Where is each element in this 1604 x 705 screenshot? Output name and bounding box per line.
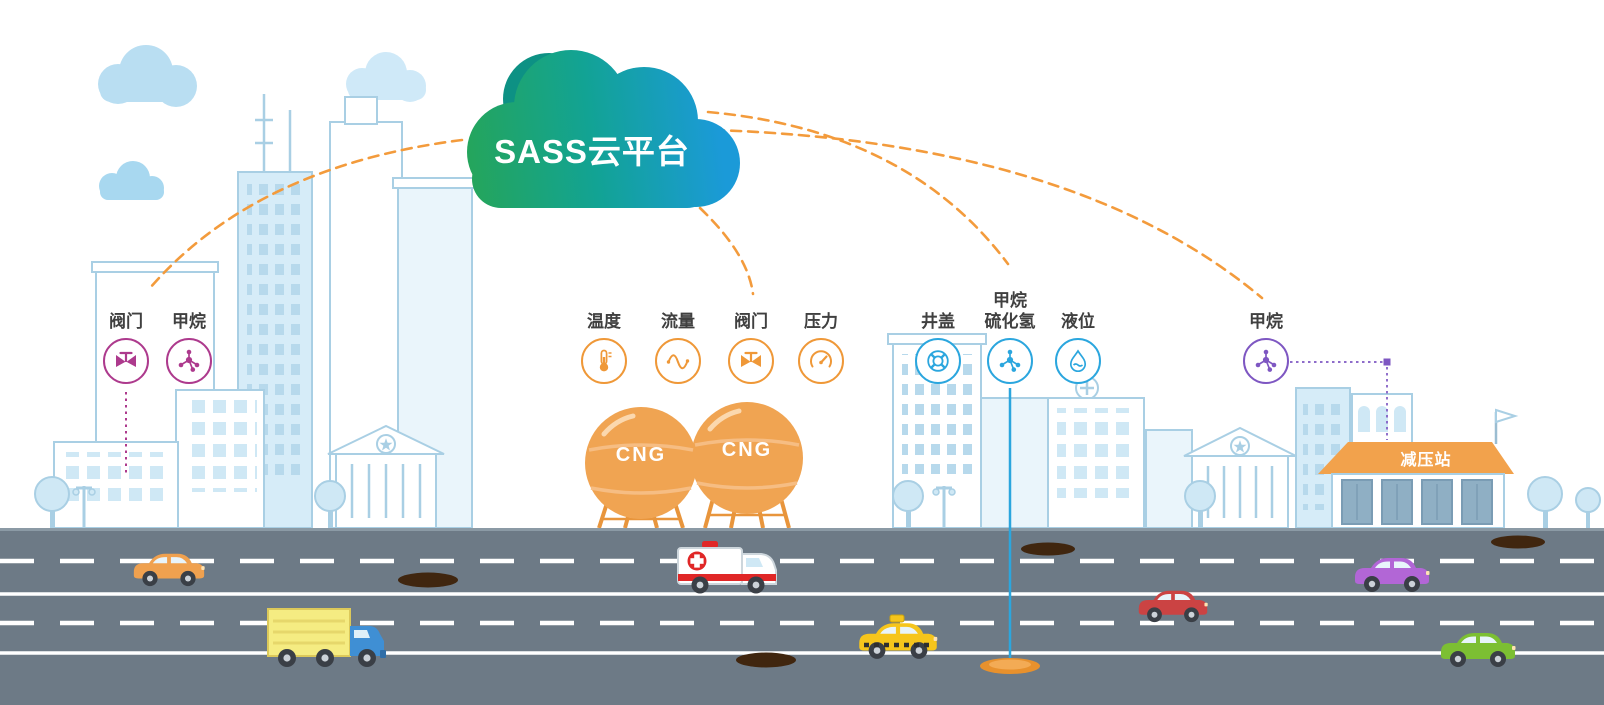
street-lamps	[72, 486, 956, 528]
sensor-label: 硫化氢	[984, 311, 1036, 331]
sensor-label: 流量	[661, 311, 695, 331]
sensor-label: 温度	[587, 311, 621, 331]
sensor-label: 甲烷	[1249, 311, 1283, 331]
methane-h2s-icon	[987, 338, 1033, 384]
sensor-label: 井盖	[921, 311, 955, 331]
city-skyline-left	[53, 94, 478, 529]
sensor-label: 甲烷	[172, 311, 206, 331]
sensor-valve-building: 阀门	[88, 280, 164, 384]
manhole-covers	[398, 535, 1545, 668]
methane-icon	[166, 338, 212, 384]
sensor-manhole-cover: 井盖	[900, 280, 976, 384]
manhole-cover-icon	[915, 338, 961, 384]
temperature-icon	[581, 338, 627, 384]
sensor-connectors	[125, 358, 1391, 674]
vehicles	[133, 541, 1516, 667]
valve-icon	[728, 338, 774, 384]
taxi	[859, 614, 938, 659]
sensor-label: 甲烷	[993, 290, 1027, 310]
cloud-links	[148, 110, 1264, 300]
cloud-platform	[467, 50, 740, 208]
pressure-reduction-station	[1318, 393, 1519, 529]
cng-tank-1-label: CNG	[615, 444, 667, 466]
sky-clouds	[98, 45, 426, 200]
sensor-temperature: 温度	[566, 280, 642, 384]
sensor-label: 阀门	[109, 311, 143, 331]
road	[0, 528, 1604, 705]
flow-icon	[655, 338, 701, 384]
methane-icon	[1243, 338, 1289, 384]
truck	[267, 608, 386, 667]
liquid-level-icon	[1055, 338, 1101, 384]
sensor-methane-h2s: 甲烷 硫化氢	[972, 280, 1048, 384]
sensor-flow: 流量	[640, 280, 716, 384]
pressure-station-label: 减压站	[1400, 452, 1452, 469]
trees	[34, 476, 1601, 528]
cng-tank-2-label: CNG	[721, 439, 773, 461]
valve-icon	[103, 338, 149, 384]
sensor-pressure: 压力	[783, 280, 859, 384]
sensor-label: 压力	[804, 311, 838, 331]
sensor-liquid-level: 液位	[1040, 280, 1116, 384]
cng-tanks	[585, 402, 803, 529]
sensor-label: 液位	[1061, 311, 1095, 331]
cloud-platform-label: SASS云平台	[494, 133, 690, 170]
ambulance	[677, 541, 777, 594]
sensor-methane-building: 甲烷	[151, 280, 227, 384]
sensor-methane-station: 甲烷	[1228, 280, 1304, 384]
sensor-valve-cng: 阀门	[713, 280, 789, 384]
pressure-icon	[798, 338, 844, 384]
sensor-label: 阀门	[734, 311, 768, 331]
